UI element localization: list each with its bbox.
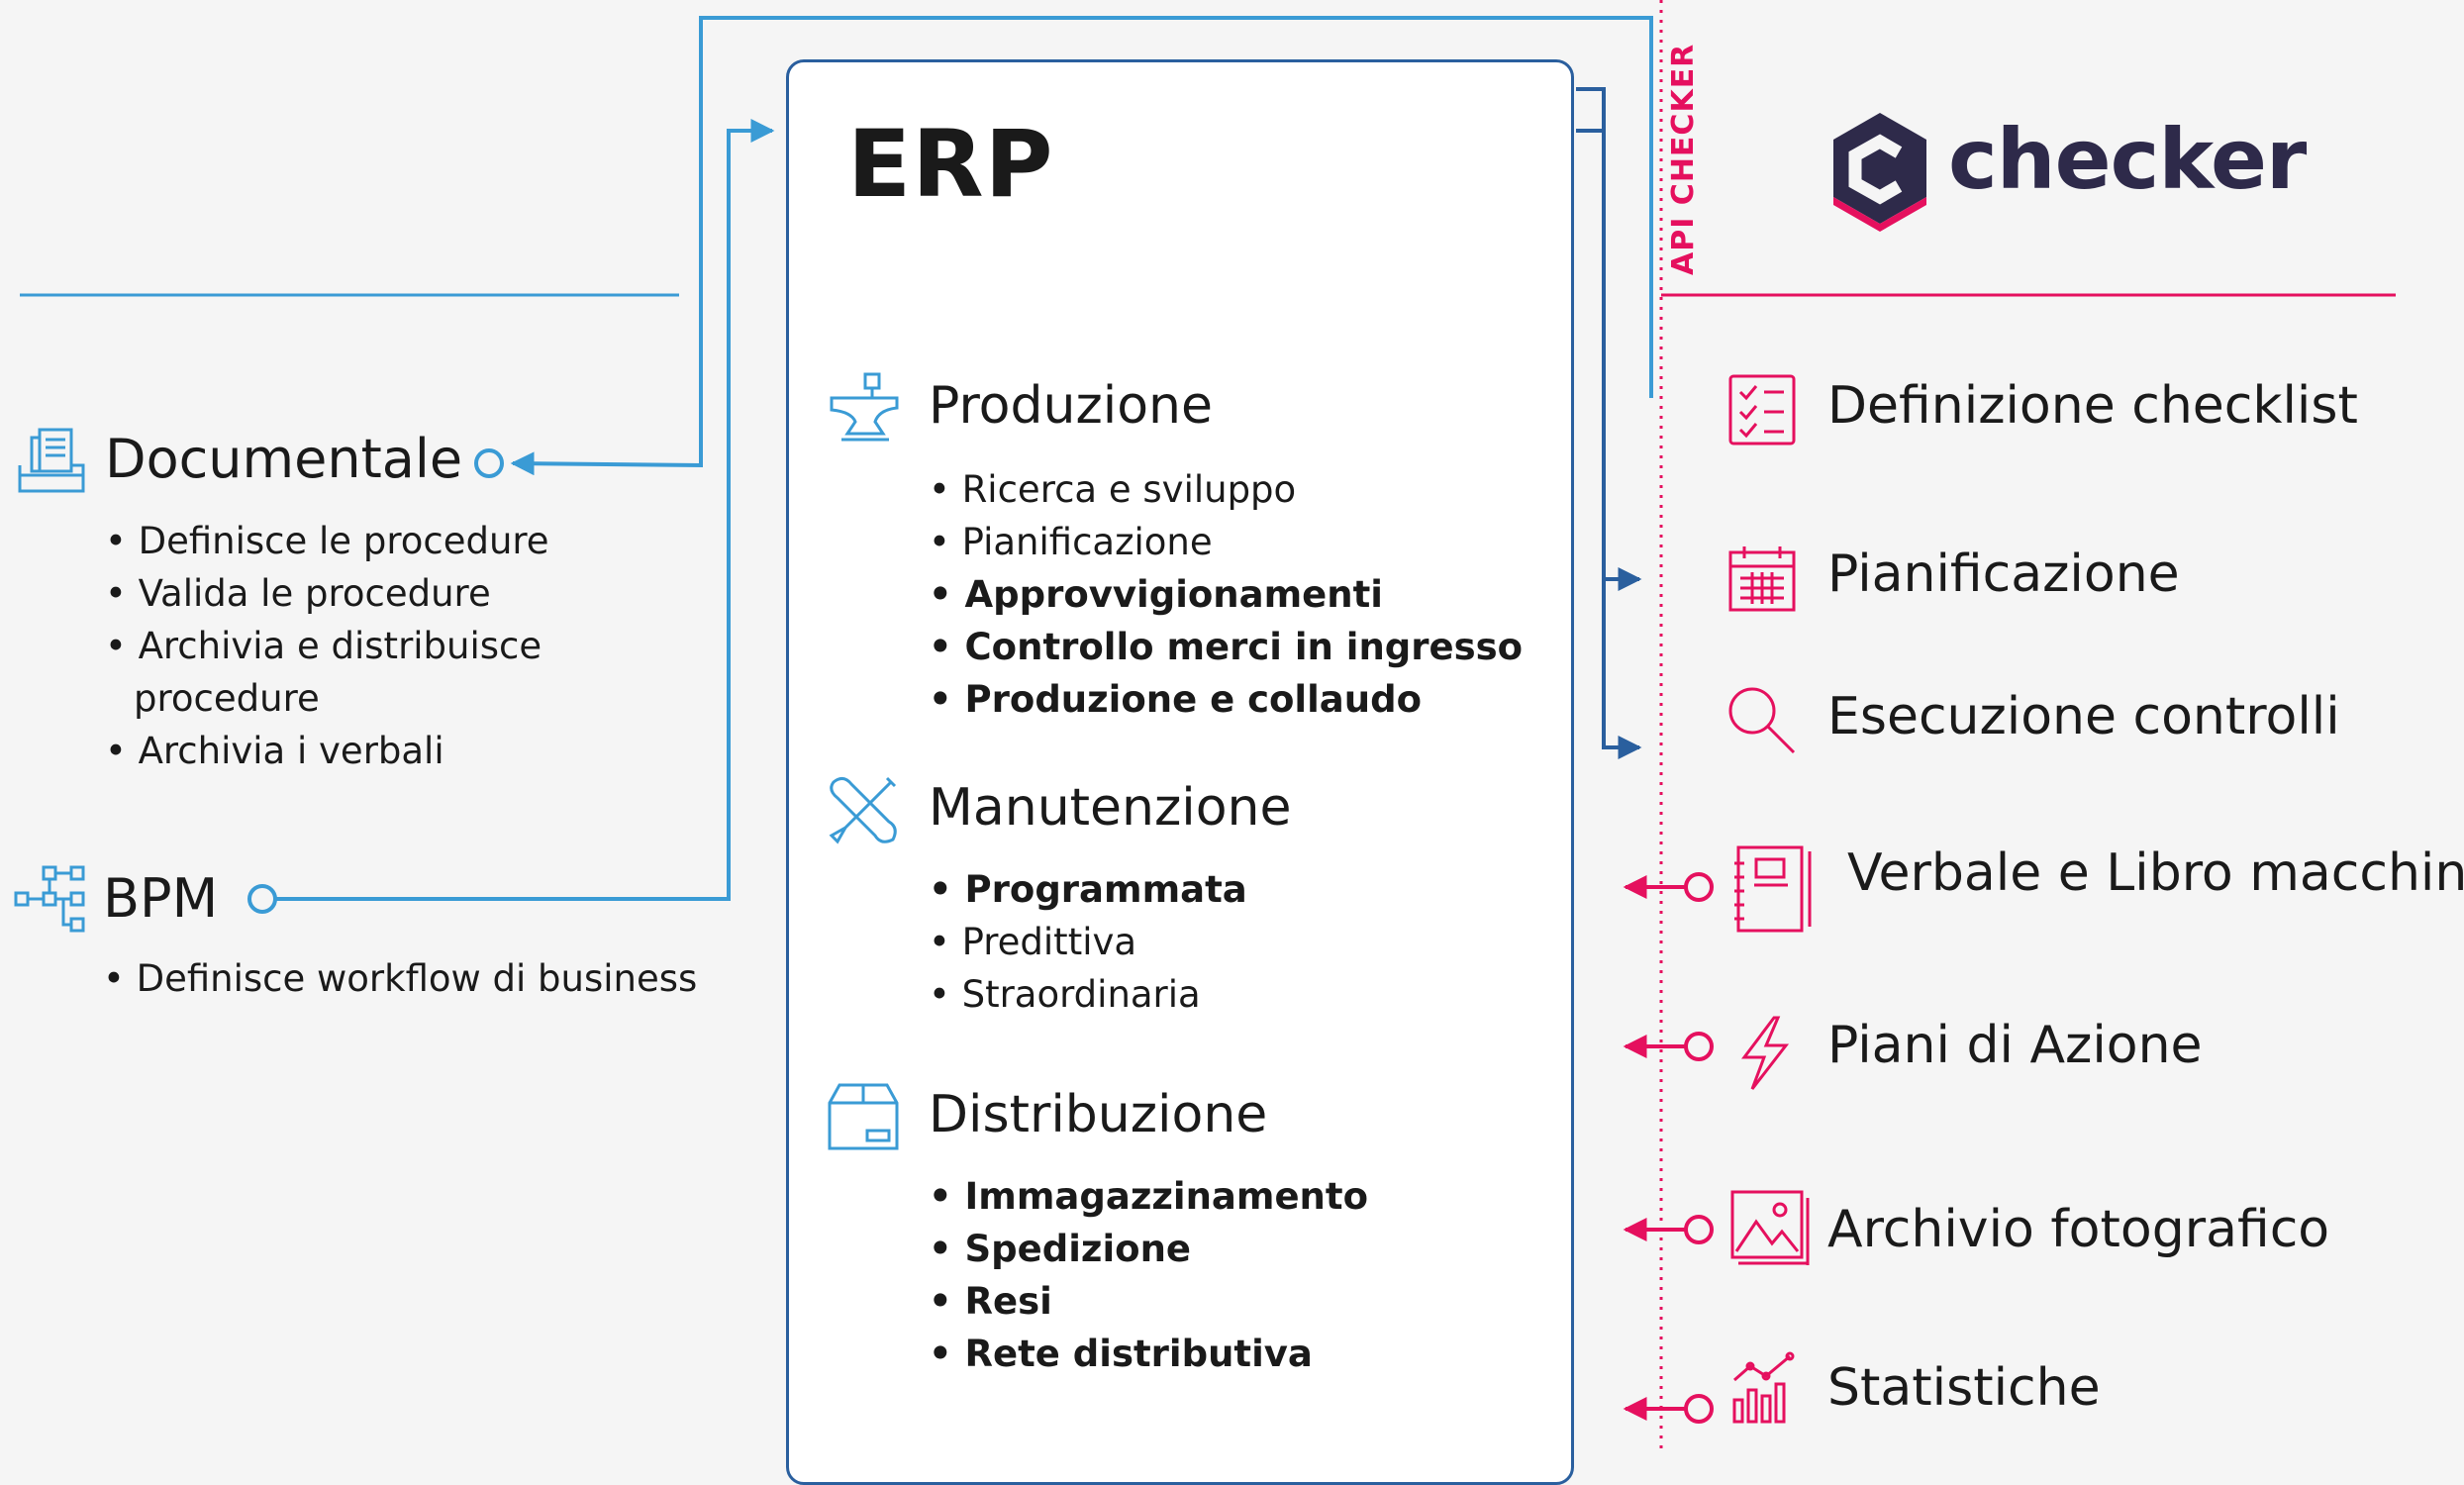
distribuzione-list: Immagazzinamento Spedizione Resi Rete di… bbox=[929, 1170, 1368, 1380]
produzione-list: Ricerca e sviluppo Pianificazione Approv… bbox=[929, 463, 1523, 726]
documentale-list: Definisce le procedure Valida le procedu… bbox=[105, 515, 560, 777]
list-item: Resi bbox=[929, 1275, 1368, 1328]
manutenzione-title: Manutenzione bbox=[929, 778, 1292, 838]
document-stack-icon bbox=[18, 428, 85, 493]
checker-item-definizione-checklist: Definizione checklist bbox=[1827, 376, 2358, 436]
checker-hexagon-logo bbox=[1833, 113, 1926, 232]
checker-item-esecuzione-controlli: Esecuzione controlli bbox=[1827, 687, 2340, 746]
list-item: Produzione e collaudo bbox=[929, 673, 1523, 726]
photo-gallery-icon bbox=[1730, 1190, 1810, 1265]
notebook-icon bbox=[1734, 845, 1812, 933]
bar-chart-icon bbox=[1732, 1351, 1795, 1424]
list-item: Definisce workflow di business bbox=[103, 952, 698, 1005]
documentale-title: Documentale bbox=[105, 428, 463, 490]
tools-icon bbox=[829, 776, 897, 844]
lightning-icon bbox=[1741, 1016, 1790, 1090]
erp-title: ERP bbox=[847, 111, 1054, 219]
list-item: Pianificazione bbox=[929, 516, 1523, 568]
list-item: Archivia e distribuisce procedure bbox=[105, 620, 560, 725]
checker-item-piani-di-azione: Piani di Azione bbox=[1827, 1016, 2203, 1075]
bpm-list: Definisce workflow di business bbox=[103, 952, 698, 1005]
list-item: Archivia i verbali bbox=[105, 725, 560, 777]
list-item: Valida le procedure bbox=[105, 567, 560, 620]
magnifier-icon bbox=[1728, 687, 1796, 754]
box-icon bbox=[828, 1083, 899, 1150]
checker-item-pianificazione: Pianificazione bbox=[1827, 544, 2180, 604]
checker-logo-text: checker bbox=[1948, 111, 2307, 208]
list-item: Spedizione bbox=[929, 1223, 1368, 1275]
calendar-icon bbox=[1728, 546, 1796, 612]
list-item: Definisce le procedure bbox=[105, 515, 560, 567]
list-item: Programmata bbox=[929, 863, 1247, 916]
checker-item-archivio-fotografico: Archivio fotografico bbox=[1827, 1200, 2330, 1259]
list-item: Controllo merci in ingresso bbox=[929, 621, 1524, 673]
produzione-title: Produzione bbox=[929, 376, 1213, 436]
checklist-icon bbox=[1728, 374, 1796, 446]
list-item: Ricerca e sviluppo bbox=[929, 463, 1523, 516]
anvil-icon bbox=[830, 372, 899, 442]
distribuzione-title: Distribuzione bbox=[929, 1085, 1268, 1144]
workflow-tree-icon bbox=[14, 865, 85, 933]
list-item: Predittiva bbox=[929, 916, 1247, 968]
list-item: Immagazzinamento bbox=[929, 1170, 1368, 1223]
list-item: Straordinaria bbox=[929, 968, 1247, 1021]
bpm-title: BPM bbox=[103, 867, 219, 930]
list-item: Approvvigionamenti bbox=[929, 568, 1523, 621]
checker-item-verbale-libro-macchina: Verbale e Libro macchina bbox=[1847, 843, 2464, 903]
api-checker-label: API CHECKER bbox=[1666, 43, 1701, 275]
manutenzione-list: Programmata Predittiva Straordinaria bbox=[929, 863, 1247, 1021]
checker-item-statistiche: Statistiche bbox=[1827, 1358, 2101, 1418]
list-item: Rete distributiva bbox=[929, 1328, 1368, 1380]
